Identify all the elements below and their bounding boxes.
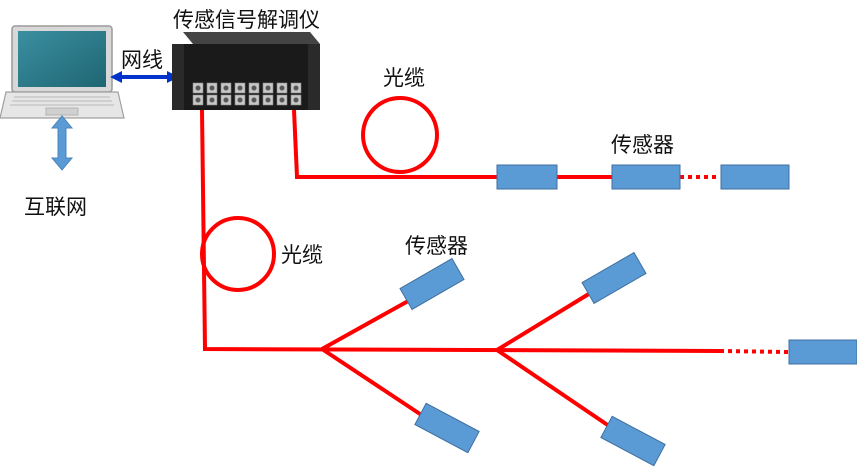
demodulator-device-icon <box>172 32 320 110</box>
sensors <box>399 164 857 467</box>
network-cable-arrow <box>110 71 179 83</box>
device-port-hole <box>279 97 285 103</box>
sensor-top-3 <box>720 164 790 190</box>
device-port-hole <box>293 97 299 103</box>
demodulator-label: 传感信号解调仪 <box>173 8 320 32</box>
device-port-hole <box>293 85 299 91</box>
sensor-top-label: 传感器 <box>611 133 674 157</box>
internet-arrow <box>50 115 74 171</box>
device-port-hole <box>237 97 243 103</box>
device-port-hole <box>237 85 243 91</box>
sensor-branch1-down <box>414 402 480 454</box>
device-port-hole <box>223 97 229 103</box>
sensor-branch2-up <box>581 251 647 305</box>
device-port-hole <box>209 97 215 103</box>
device-port-hole <box>251 97 257 103</box>
internet-label: 互联网 <box>24 195 87 219</box>
device-port-hole <box>251 85 257 91</box>
device-port-hole <box>223 85 229 91</box>
sensor-branch1-up <box>399 257 465 311</box>
device-port-hole <box>265 85 271 91</box>
fiber-coil-left <box>200 216 276 292</box>
cable-left-label: 光缆 <box>281 243 323 267</box>
fiber-lines <box>200 109 789 430</box>
sensor-top-1 <box>496 164 558 190</box>
sensor-top-2 <box>611 164 681 190</box>
device-port-hole <box>209 85 215 91</box>
sensor-right <box>788 339 857 365</box>
sensor-mid-label: 传感器 <box>405 234 468 258</box>
laptop-icon <box>0 25 125 119</box>
device-port-hole <box>265 97 271 103</box>
device-port-hole <box>195 85 201 91</box>
cable-top-label: 光缆 <box>383 66 425 90</box>
network-cable-label: 网线 <box>121 48 163 72</box>
device-port-hole <box>279 85 285 91</box>
device-port-hole <box>195 97 201 103</box>
sensor-branch2-down <box>600 415 666 467</box>
fiber-coil-top <box>361 96 439 174</box>
